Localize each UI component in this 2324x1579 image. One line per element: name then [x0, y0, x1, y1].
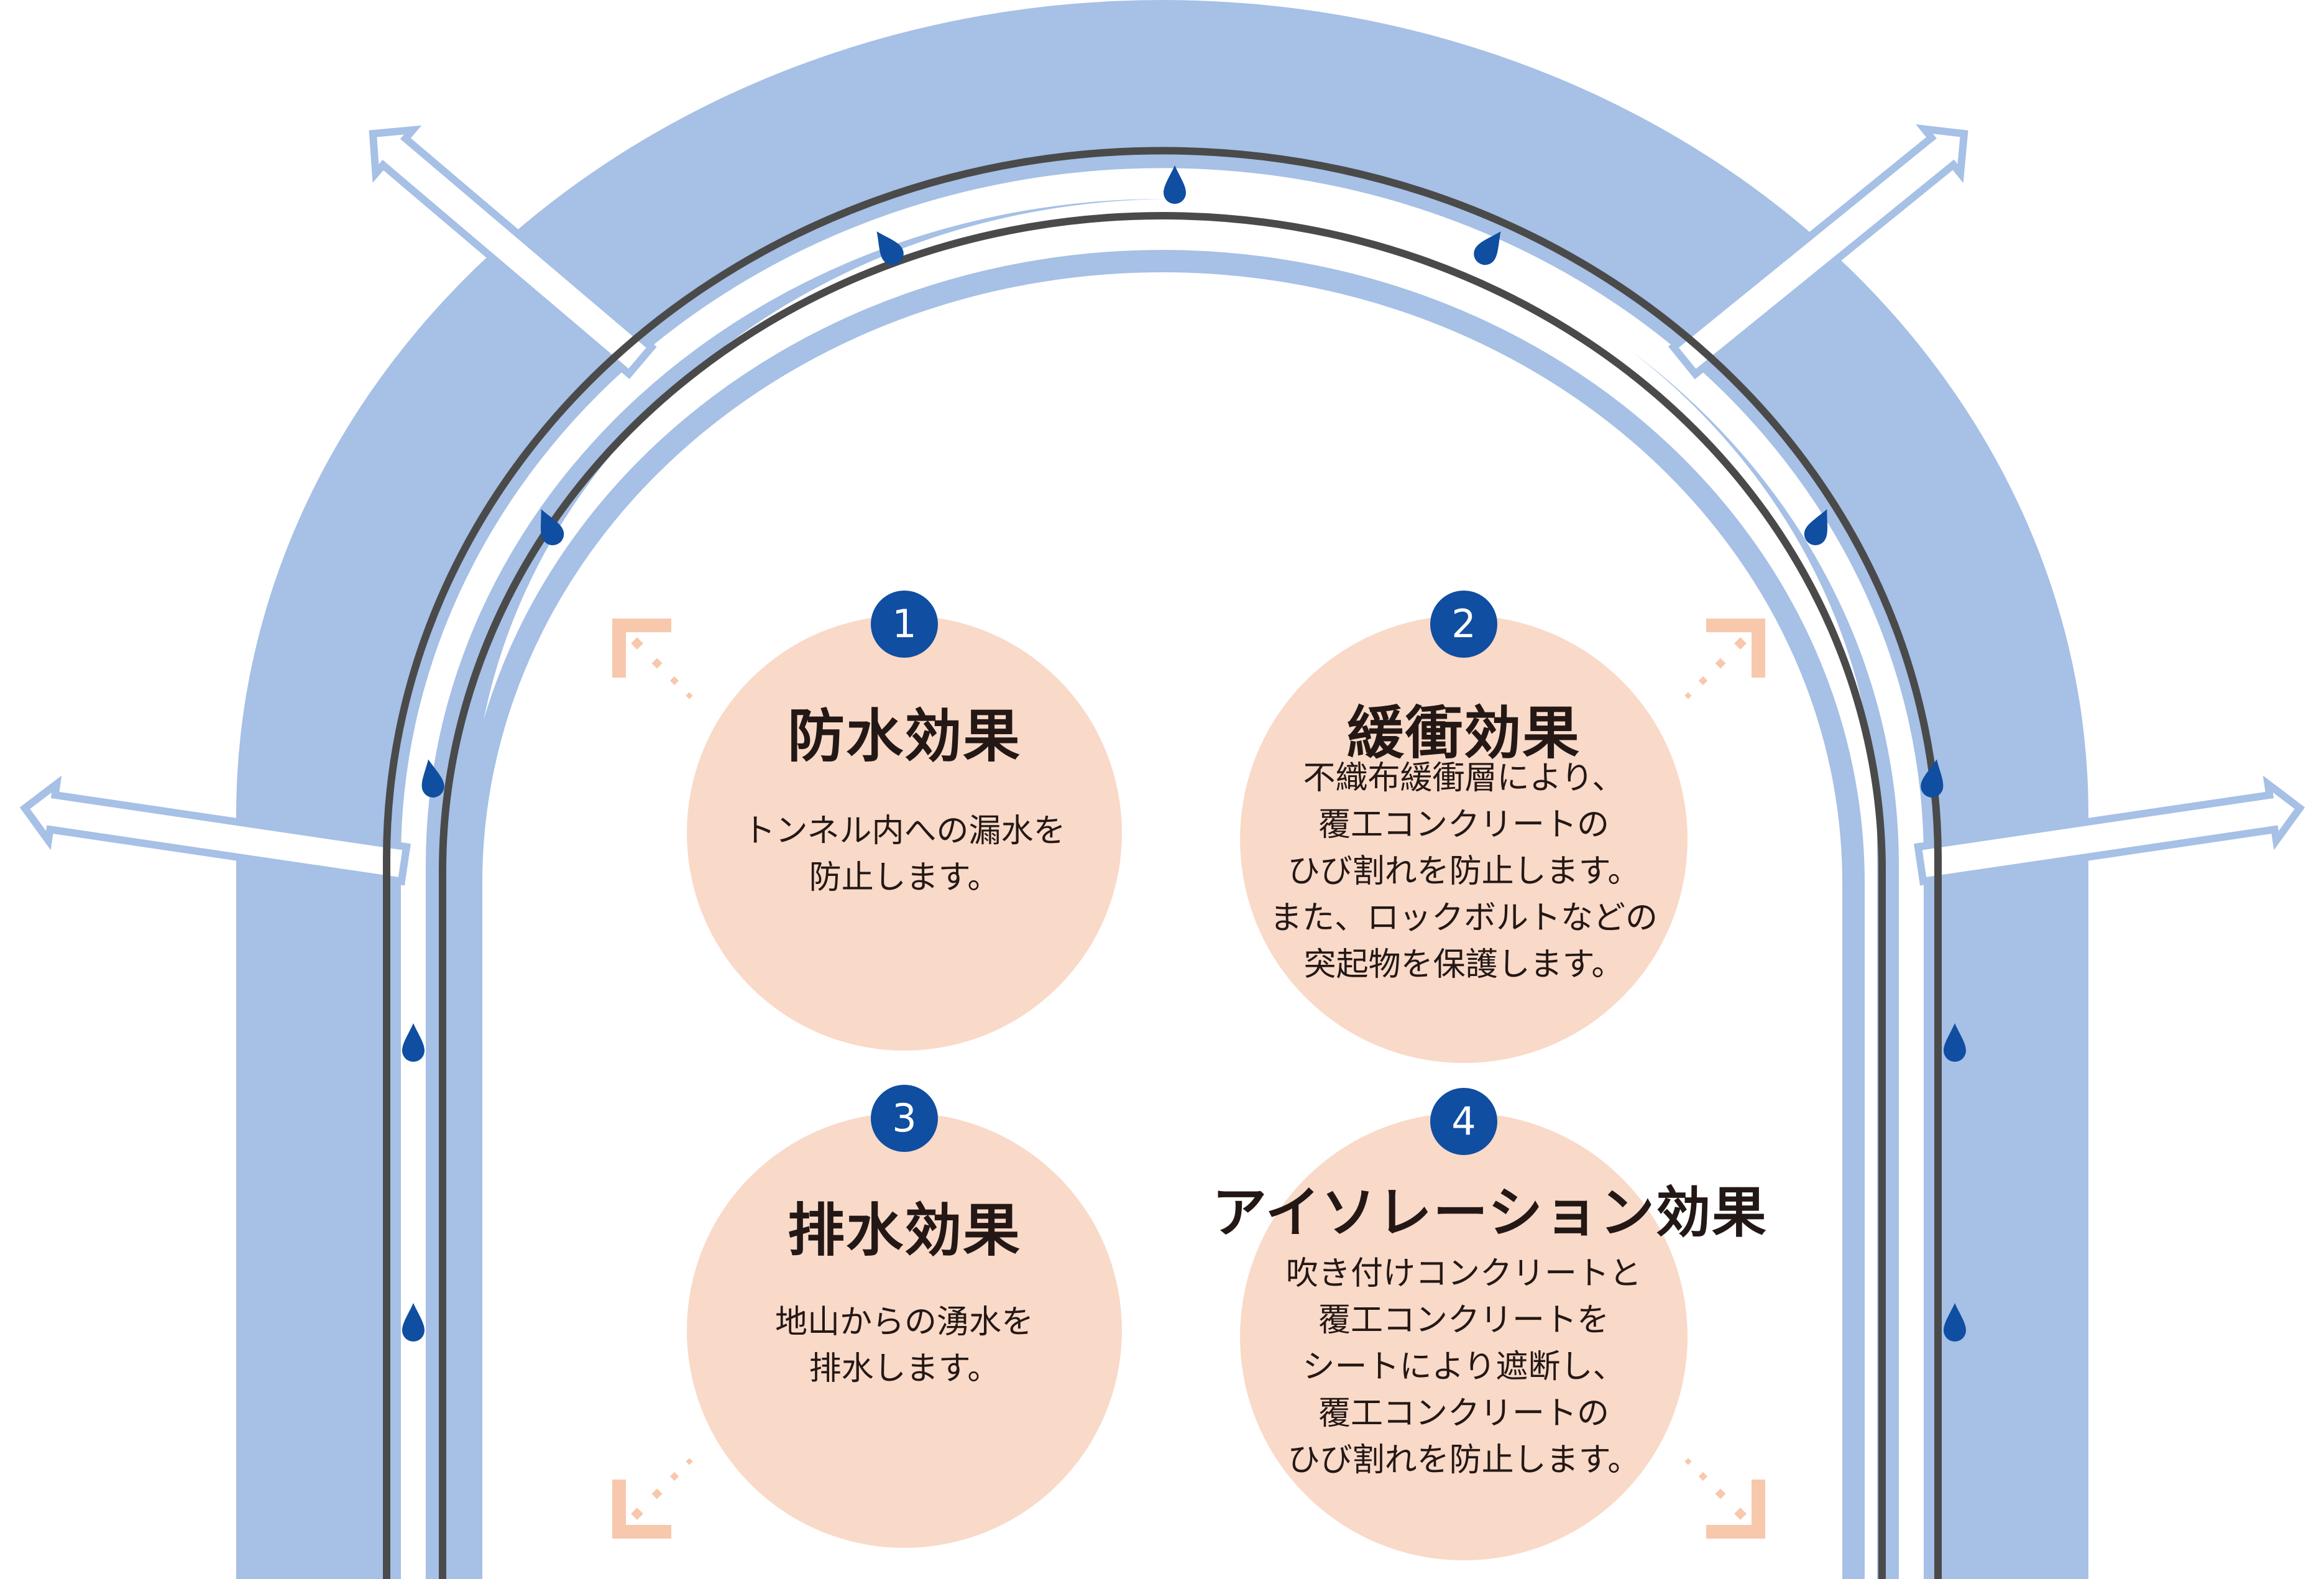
- effect-description-line: 突起物を保護します。: [1303, 946, 1624, 983]
- effect-circle: [687, 615, 1122, 1051]
- effect-circle: [687, 1113, 1122, 1548]
- effect-number-badge: 1: [871, 591, 938, 658]
- effect-title: 防水効果: [787, 703, 1021, 770]
- effect-description-line: 排水します。: [809, 1350, 1000, 1388]
- water-drop-icon: [1944, 1023, 1966, 1062]
- effect-description-line: また、ロックボルトなどの: [1269, 900, 1658, 937]
- effect-description-line: 覆工コンクリートの: [1318, 806, 1609, 844]
- water-drop-icon: [1474, 231, 1501, 265]
- effect-card-isolation: 4 アイソレーション効果 吹き付けコンクリートと 覆工コンクリートを シートによ…: [1212, 1088, 1766, 1560]
- effect-description-line: トンネル内への漏水を: [743, 813, 1066, 850]
- effect-description-line: 不織布緩衝層により、: [1303, 760, 1625, 797]
- effect-card-drainage: 3 排水効果 地山からの湧水を 排水します。: [687, 1085, 1122, 1548]
- effect-description-line: ひび割れを防止します。: [1287, 853, 1640, 890]
- effect-description: 不織布緩衝層により、 覆工コンクリートの ひび割れを防止します。 また、ロックボ…: [1240, 755, 1688, 988]
- expand-arrow-icon: [1684, 619, 1765, 699]
- water-drop-icon: [1921, 759, 1944, 798]
- effect-title: 緩衝効果: [1346, 700, 1581, 766]
- water-drop-icon: [1164, 165, 1186, 204]
- effect-number-badge: 2: [1430, 591, 1497, 658]
- water-drop-icon: [402, 1303, 425, 1342]
- effect-title: 排水効果: [787, 1197, 1021, 1264]
- effect-description: 吹き付けコンクリートと 覆工コンクリートを シートにより遮断し、 覆工コンクリー…: [1240, 1251, 1688, 1484]
- effect-description-line: 吹き付けコンクリートと: [1285, 1255, 1642, 1292]
- effect-description-line: ひび割れを防止します。: [1287, 1442, 1640, 1479]
- water-drop-icon: [402, 1023, 425, 1062]
- sheet-inner-line: [439, 212, 1886, 1579]
- effect-description-line: シートにより遮断し、: [1302, 1348, 1625, 1386]
- rock-bolts: [19, 124, 2305, 886]
- water-drop-icon: [1944, 1303, 1966, 1342]
- effect-circle: [1240, 1113, 1688, 1560]
- expand-arrow-icon: [612, 1458, 693, 1539]
- water-drop-icon: [1804, 509, 1827, 546]
- effect-title: アイソレーション効果: [1212, 1181, 1768, 1245]
- rock-bolt-icon: [1668, 124, 1968, 380]
- effect-description: トンネル内への漏水を 防止します。: [687, 808, 1122, 901]
- lining-concrete-stripe: [460, 250, 1865, 1579]
- rock-bolt-icon: [19, 775, 411, 886]
- expand-arrow-icon: [612, 619, 693, 699]
- effect-number-badge: 4: [1430, 1088, 1497, 1155]
- sheet-outer-line: [383, 147, 1942, 1579]
- effect-description-line: 覆工コンクリートを: [1318, 1302, 1609, 1339]
- effect-description-line: 地山からの湧水を: [774, 1304, 1034, 1341]
- effect-description-line: 覆工コンクリートの: [1318, 1395, 1609, 1432]
- effect-description-line: 防止します。: [809, 859, 1000, 896]
- waterproof-sheet-band: [401, 168, 1924, 1579]
- effect-circle: [1240, 615, 1688, 1063]
- rock-bolt-icon: [369, 125, 657, 379]
- effect-card-waterproof: 1 防水効果 トンネル内への漏水を 防止します。: [687, 591, 1122, 1051]
- effect-number-badge: 3: [871, 1085, 938, 1152]
- water-drop-icon: [421, 759, 444, 798]
- water-drop-icon: [876, 231, 904, 265]
- effect-description: 地山からの湧水を 排水します。: [687, 1299, 1122, 1393]
- water-drop-icon: [541, 509, 564, 546]
- rock-bolt-icon: [1914, 775, 2305, 886]
- water-drops: [402, 165, 1966, 1342]
- expand-arrow-icon: [1684, 1458, 1765, 1539]
- effect-card-cushion: 2 緩衝効果 不織布緩衝層により、 覆工コンクリートの ひび割れを防止します。 …: [1240, 591, 1688, 1063]
